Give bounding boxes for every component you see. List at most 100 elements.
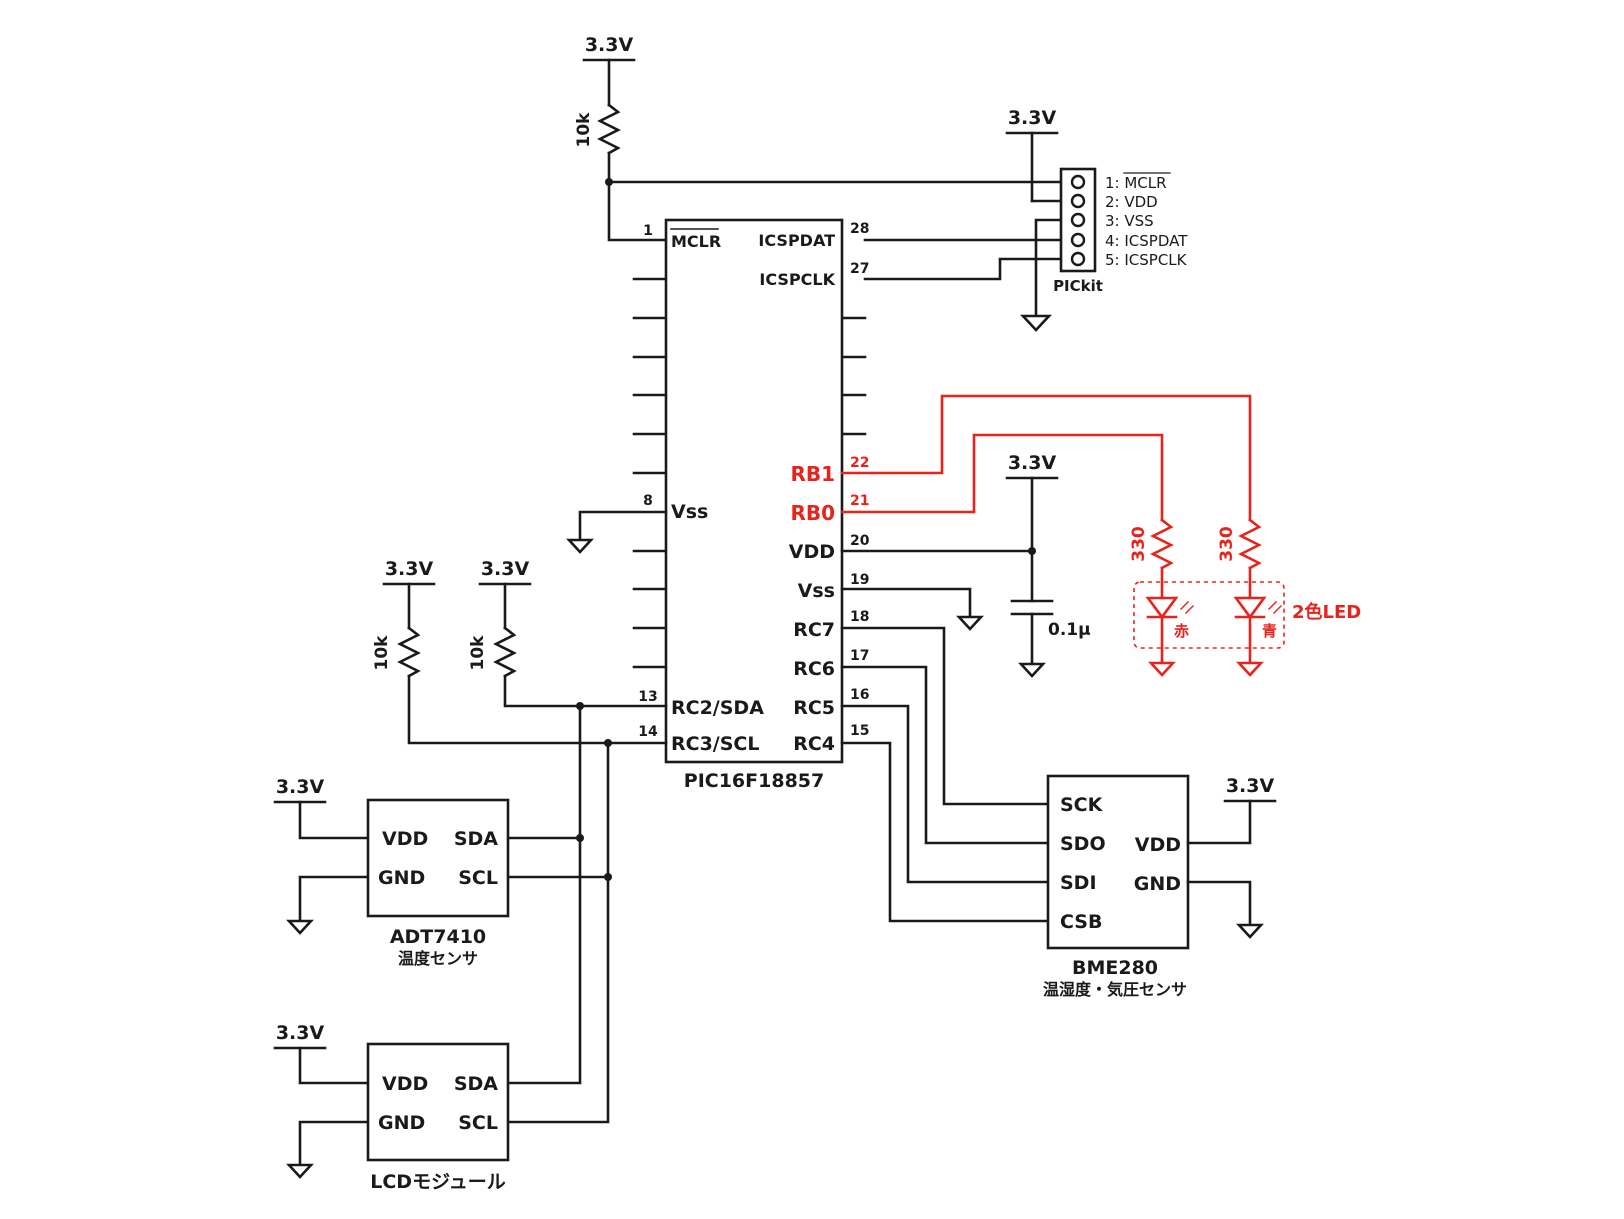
pickit-connector: 1: MCLR 2: VDD 3: VSS 4: ICSPDAT 5: ICSP… [1053, 167, 1188, 295]
wire-sda-pullup [503, 674, 668, 708]
wire-icspclk [863, 257, 1075, 281]
bme280-pin-sdo: SDO [1060, 833, 1106, 855]
vcc-i2c-scl: 3.3V [382, 558, 436, 630]
bme280-part-label: BME280 [1072, 957, 1158, 979]
resistor-value-label: 330 [1129, 526, 1149, 562]
resistor-mclr-pullup: 10k [574, 103, 621, 155]
capacitor-value-label: 0.1μ [1048, 620, 1091, 640]
mcu-part-label: PIC16F18857 [684, 770, 824, 792]
pin-name-rc7: RC7 [793, 619, 835, 641]
led-blue-label: 青 [1262, 622, 1277, 640]
mcu-vss2-gnd [840, 587, 984, 631]
pin-number: 15 [850, 723, 869, 739]
pin-number: 22 [850, 455, 869, 471]
pickit-pin-4 [1070, 232, 1086, 248]
pin-name-rc4: RC4 [793, 733, 835, 755]
mcu-pic16f18857: 1 MCLR 8 Vss 13 RC2/SDA 14 RC3/SCL 28 IC… [632, 218, 870, 792]
adt7410-pin-vdd: VDD [382, 828, 428, 850]
pickit-pin-label: 3: VSS [1105, 212, 1154, 230]
vcc-label: 3.3V [1008, 107, 1057, 129]
vcc-label: 3.3V [1008, 452, 1057, 474]
capacitor-decoupling: 0.1μ [1010, 599, 1091, 678]
bme280-pin-gnd: GND [1134, 873, 1181, 895]
vcc-label: 3.3V [481, 558, 530, 580]
adt7410-description: 温度センサ [397, 949, 478, 968]
lcd-module: VDD GND SDA SCL LCDモジュール [366, 1042, 510, 1193]
pin-number: 1 [643, 223, 653, 239]
resistor-sda-pullup: 10k [468, 626, 517, 678]
pin-number: 18 [850, 609, 869, 625]
led-red: 赤 [1145, 596, 1194, 677]
pickit-pin-label: 4: ICSPDAT [1105, 232, 1188, 250]
pickit-pin-2 [1070, 193, 1086, 209]
pin-name-vss: Vss [798, 580, 835, 602]
pin-name-rb0: RB0 [790, 501, 835, 525]
vcc-label: 3.3V [585, 34, 634, 56]
pin-name-rb1: RB1 [790, 462, 835, 486]
adt7410-pin-sda: SDA [454, 828, 498, 850]
bme280-pin-sck: SCK [1060, 794, 1104, 816]
led-blue: 青 [1233, 596, 1282, 677]
led-red-label: 赤 [1174, 622, 1189, 640]
adt7410-pin-scl: SCL [458, 867, 498, 889]
vcc-i2c-sda: 3.3V [478, 558, 532, 630]
adt7410-module: VDD GND SDA SCL ADT7410 温度センサ [366, 798, 510, 968]
pickit-label: PICkit [1053, 277, 1103, 295]
pin-number: 17 [850, 648, 869, 664]
pin-name-rc2-sda: RC2/SDA [671, 697, 764, 719]
mcu-unused-pins [632, 277, 867, 669]
bme280-pin-sdi: SDI [1060, 872, 1097, 894]
pin-number: 21 [850, 493, 869, 509]
lcd-pin-gnd: GND [378, 1112, 425, 1134]
lcd-pin-vdd: VDD [382, 1073, 428, 1095]
junction-dot [604, 873, 612, 881]
wire-scl-pullup [407, 674, 668, 745]
bme280-module: SCK SDO SDI CSB VDD GND BME280 温湿度・気圧センサ [1042, 774, 1190, 999]
led-dual-color: 赤 青 2色LED [1133, 581, 1361, 677]
pickit-pin-3 [1070, 212, 1086, 228]
resistor-value-label: 10k [574, 112, 594, 148]
wire-rc4-csb [840, 741, 1050, 923]
pin-number: 13 [638, 689, 657, 705]
lcd-part-label: LCDモジュール [370, 1171, 506, 1193]
wire-rb0-led [840, 433, 1164, 522]
resistor-scl-pullup: 10k [372, 626, 421, 678]
pickit-pin-1 [1070, 174, 1086, 190]
lcd-pin-scl: SCL [458, 1112, 498, 1134]
pin-name-vss: Vss [671, 501, 708, 523]
junction-dot [604, 739, 612, 747]
pin-number: 8 [643, 493, 653, 509]
bme280-pin-vdd: VDD [1135, 834, 1181, 856]
pin-number: 16 [850, 687, 869, 703]
pin-name-rc3-scl: RC3/SCL [671, 733, 759, 755]
vcc-mcu-vdd: 3.3V [1005, 452, 1059, 480]
lcd-pin-sda: SDA [454, 1073, 498, 1095]
pin-number: 14 [638, 724, 658, 740]
lcd-power: 3.3V [273, 1022, 370, 1179]
pickit-pin-label: 1: MCLR [1105, 174, 1167, 192]
pin-number: 20 [850, 533, 870, 549]
wire-mclr [607, 151, 668, 242]
pin-number: 28 [850, 221, 869, 237]
bme280-pin-csb: CSB [1060, 911, 1102, 933]
pin-name-mclr: MCLR [671, 232, 721, 251]
junction-dot [605, 178, 613, 186]
adt7410-power: 3.3V [273, 776, 370, 935]
wire-rc5-sdi [840, 704, 1050, 884]
led-package-outline [1133, 581, 1285, 649]
bme280-description: 温湿度・気圧センサ [1042, 980, 1187, 999]
pin-name-vdd: VDD [789, 541, 835, 563]
adt7410-pin-gnd: GND [378, 867, 425, 889]
pin-name-rc6: RC6 [793, 658, 835, 680]
wire-sda-bus [506, 704, 582, 1085]
led-part-label: 2色LED [1292, 601, 1361, 623]
pin-name-rc5: RC5 [793, 697, 835, 719]
wire-rc7-sck [840, 626, 1050, 806]
bme280-power: 3.3V [1186, 775, 1277, 939]
adt7410-part-label: ADT7410 [390, 926, 486, 948]
vcc-label: 3.3V [1226, 775, 1275, 797]
junction-dot [576, 702, 584, 710]
pin-number: 19 [850, 572, 869, 588]
mcu-vss-gnd [566, 510, 668, 554]
resistor-value-label: 10k [468, 635, 488, 671]
